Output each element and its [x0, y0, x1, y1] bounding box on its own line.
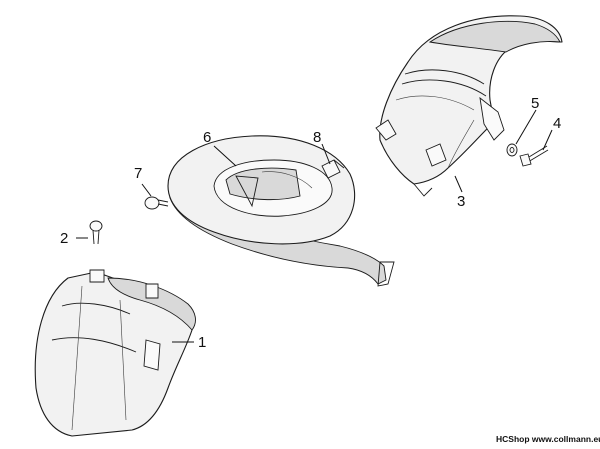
callout-6: 6 [203, 129, 211, 146]
clip-part-8 [321, 159, 345, 179]
callout-1: 1 [198, 334, 206, 351]
rear-mudguard-part [375, 15, 563, 197]
front-mudguard-part [34, 269, 196, 437]
inner-cover-part [167, 135, 395, 287]
watermark-text: HCShop www.collmann.eu [496, 434, 600, 444]
callout-3: 3 [457, 193, 465, 210]
leader-lines [76, 109, 553, 343]
callout-8: 8 [313, 129, 321, 146]
screw-part-2 [89, 220, 103, 245]
washer-part-5 [506, 143, 518, 157]
bolt-part-4 [519, 145, 549, 167]
callout-5: 5 [531, 95, 539, 112]
screw-part-7 [144, 196, 169, 210]
callout-7: 7 [134, 165, 142, 182]
callout-4: 4 [553, 115, 561, 132]
callout-2: 2 [60, 230, 68, 247]
